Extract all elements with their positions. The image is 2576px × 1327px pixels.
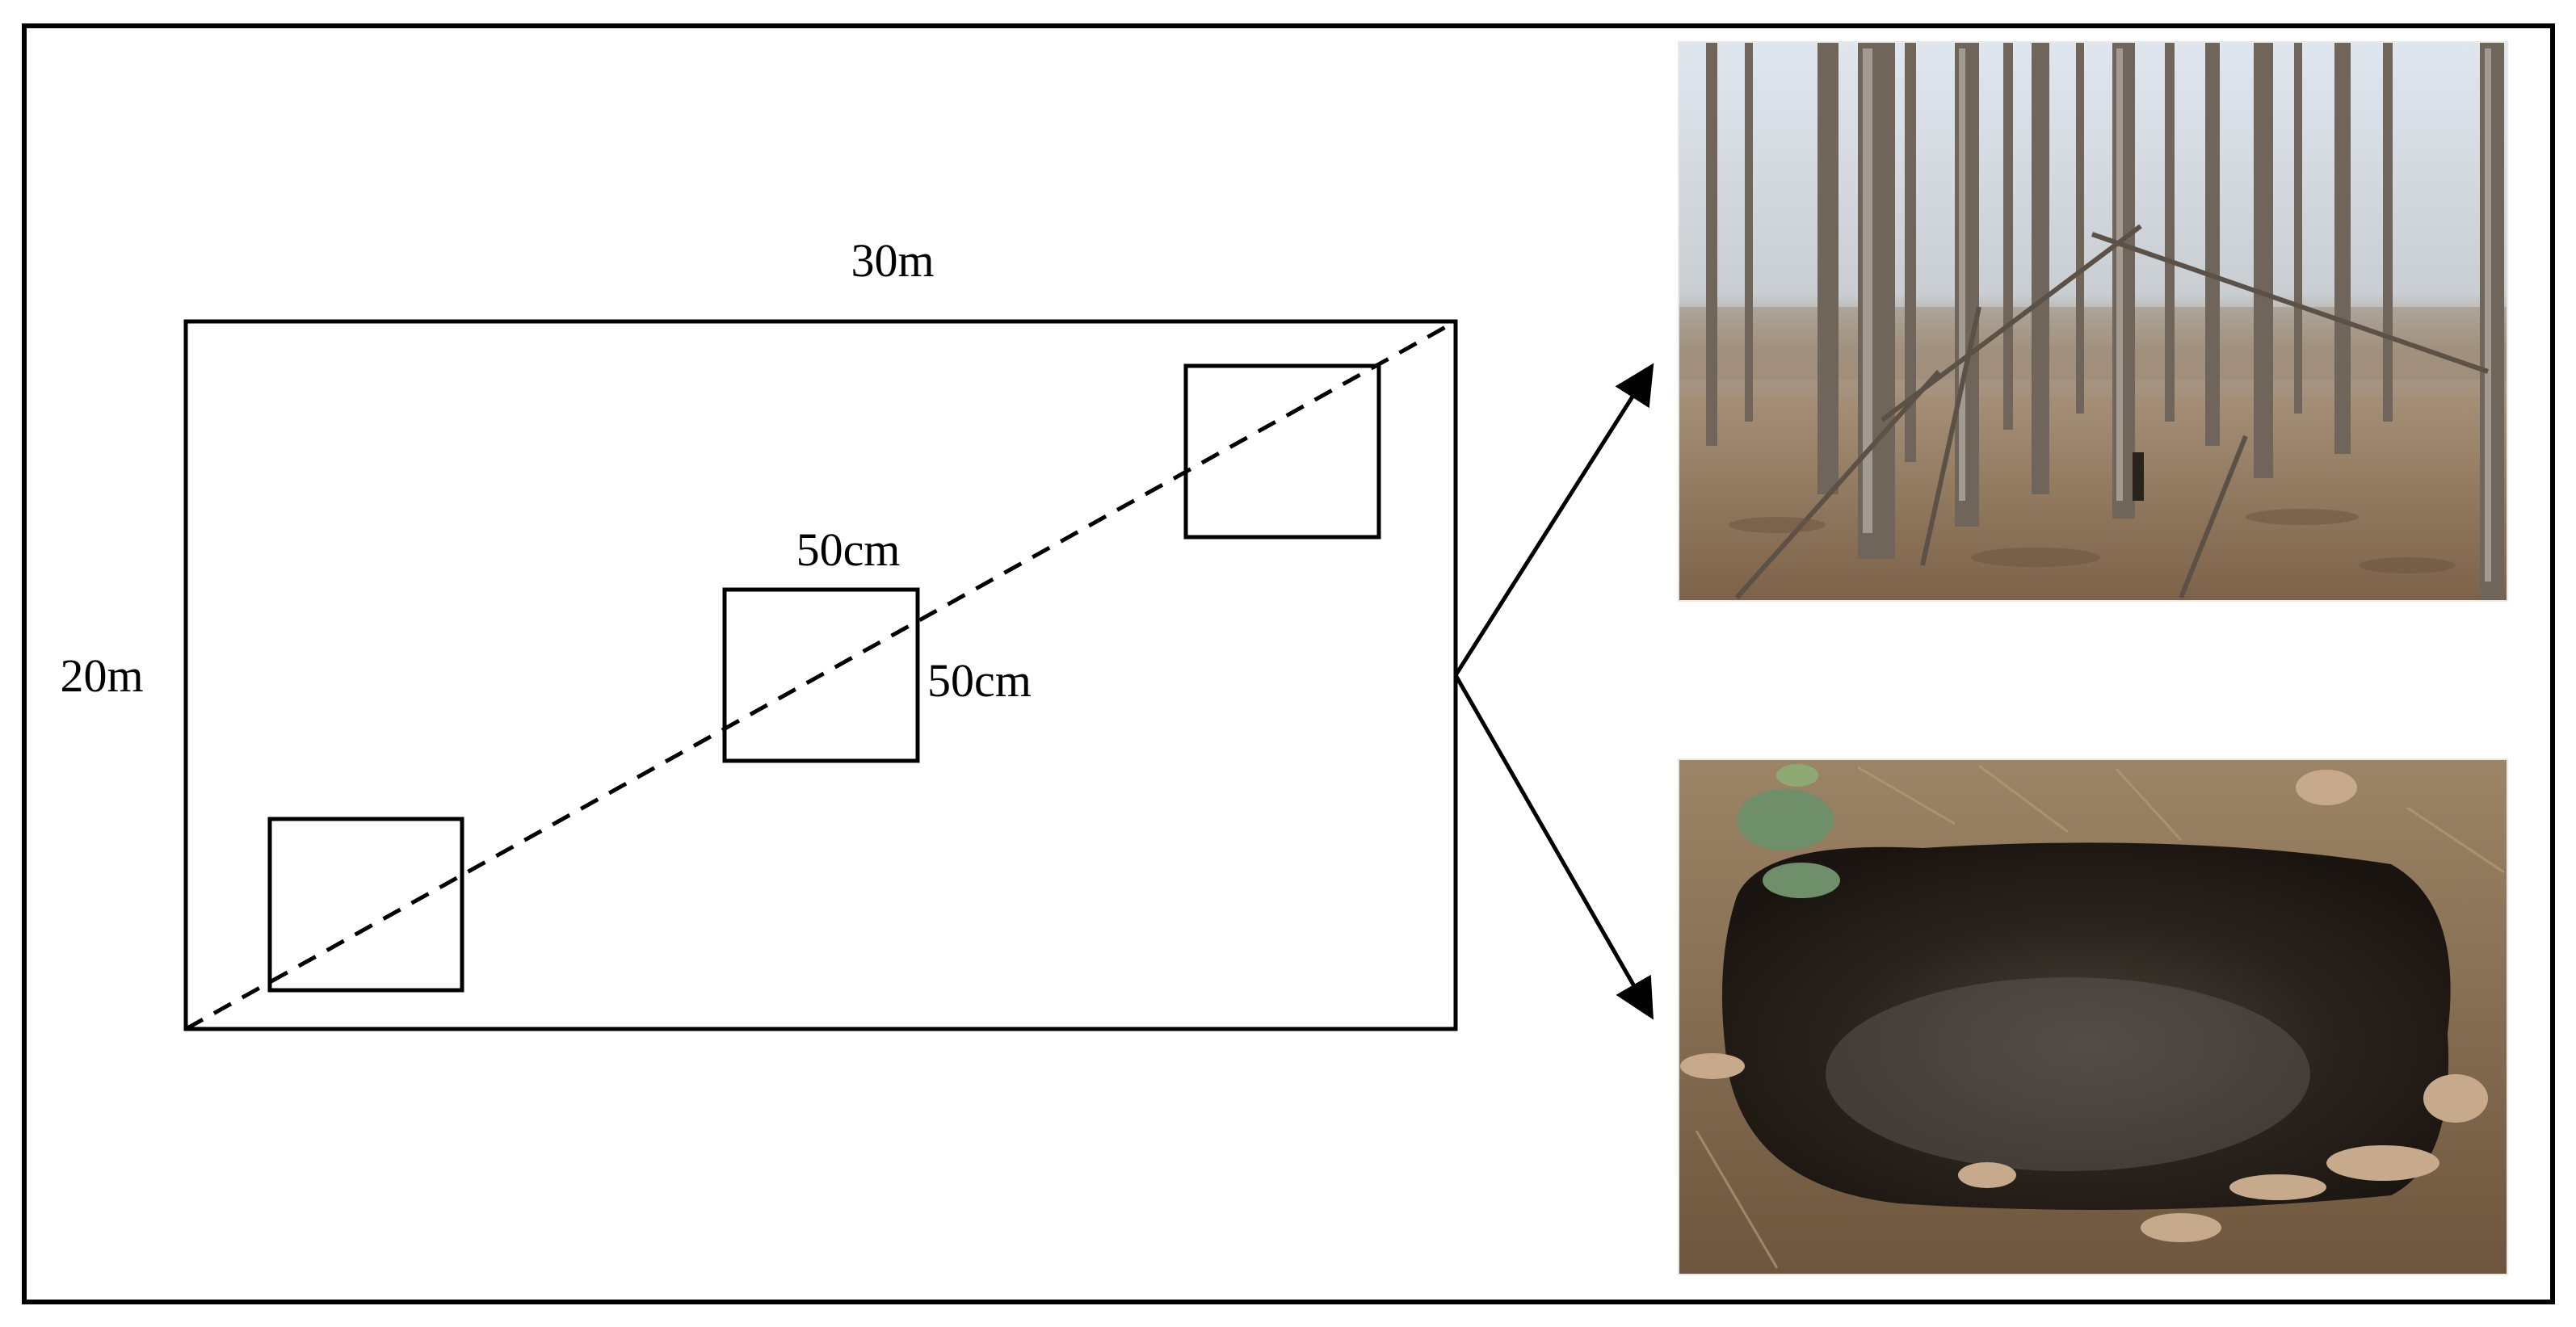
arrow-to-soil-photo bbox=[1453, 674, 1654, 1020]
quadrat-center bbox=[722, 587, 920, 763]
forest-stand-photo bbox=[1679, 42, 2507, 601]
outer-frame bbox=[22, 23, 2555, 1304]
quadrat-lower-left bbox=[267, 817, 464, 993]
soil-quadrat-photo bbox=[1679, 759, 2507, 1275]
plot-height-label: 20m bbox=[60, 649, 143, 702]
quadrat-upper-right bbox=[1183, 363, 1381, 540]
quadrat-height-label: 50cm bbox=[927, 654, 1032, 707]
diagonal-transect-line bbox=[184, 319, 1457, 1031]
forest-photo-border bbox=[1678, 41, 2508, 602]
quadrat-width-label: 50cm bbox=[796, 523, 901, 576]
arrow-to-forest-photo bbox=[1453, 363, 1654, 677]
soil-photo-border bbox=[1678, 758, 2508, 1275]
plot-width-label: 30m bbox=[851, 234, 934, 287]
